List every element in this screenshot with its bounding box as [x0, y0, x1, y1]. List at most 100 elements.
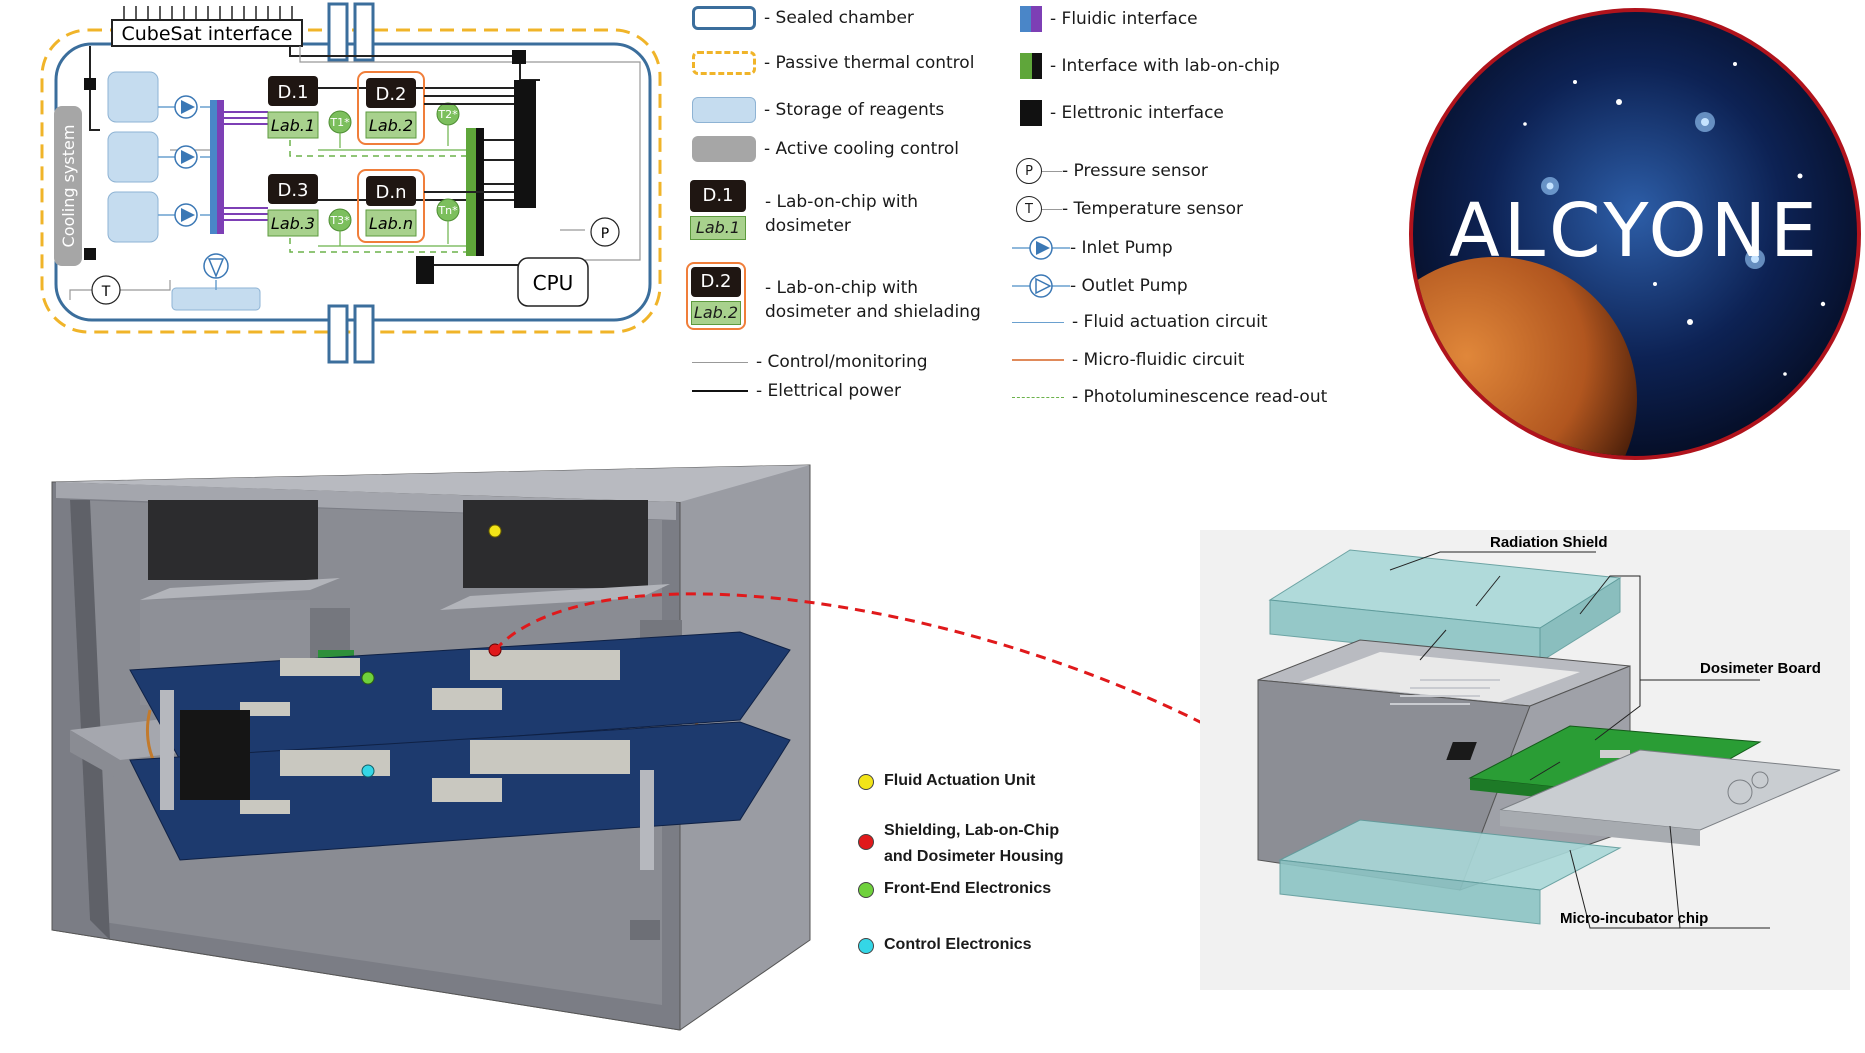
svg-text:T1*: T1* [329, 116, 350, 129]
legend-electrical-power: - Elettrical power [756, 381, 901, 401]
alcyone-logo: ALCYONE [1409, 8, 1861, 460]
sealed-chamber-swatch [692, 6, 756, 30]
svg-text:T2*: T2* [437, 108, 458, 121]
radiation-shield-label: Radiation Shield [1490, 534, 1608, 551]
power-line-swatch [692, 390, 748, 392]
electronic-interface-bar [514, 80, 536, 208]
passive-thermal-swatch [692, 51, 756, 75]
svg-text:P: P [601, 226, 609, 242]
legend-fluidic-interface: - Fluidic interface [1050, 9, 1198, 29]
model-legend-control: Control Electronics [884, 936, 1032, 953]
cubesat-3d-model [51, 464, 811, 1031]
svg-text:D.2: D.2 [375, 84, 406, 105]
legend-pressure-sensor: - Pressure sensor [1062, 161, 1208, 181]
fluid-actuation-line-swatch [1012, 321, 1064, 323]
exploded-view: Radiation Shield Dosimeter Board Micro-i… [1200, 530, 1850, 990]
reagent-storage-2 [107, 131, 159, 183]
cooling-system [54, 106, 82, 266]
svg-text:T: T [101, 284, 111, 300]
front-end-dot [858, 882, 874, 898]
pressure-sensor-icon: P [1016, 158, 1042, 184]
fluid-block-right [463, 500, 648, 588]
marker-fluid-actuation [488, 524, 502, 538]
shield-frame-2 [357, 71, 425, 145]
model-legend-shielding: Shielding, Lab-on-Chip and Dosimeter Hou… [884, 822, 1064, 865]
inlet-pump-2 [174, 145, 198, 169]
top-port [327, 2, 349, 62]
chip-d3: D.3 Lab.3 [267, 174, 319, 237]
temperature-sensor-icon: T [1016, 196, 1042, 222]
cpu-label: CPU [533, 271, 574, 295]
svg-text:D.1: D.1 [277, 82, 308, 103]
fluidic-interface [210, 100, 217, 234]
cooling-system-label: Cooling system [59, 125, 78, 248]
model-legend-front-end: Front-End Electronics [884, 880, 1052, 897]
svg-text:T3*: T3* [329, 214, 350, 227]
legend-active-cooling: - Active cooling control [764, 139, 960, 159]
radiation-shield-bottom [1278, 819, 1622, 925]
inlet-pump-3 [174, 203, 198, 227]
svg-text:D.n: D.n [376, 182, 407, 203]
fluid-block-left [148, 500, 318, 580]
legend-outlet-pump: - Outlet Pump [1070, 276, 1188, 296]
micro-incubator-chip-label: Micro-incubator chip [1560, 910, 1708, 927]
legend-inlet-pump: - Inlet Pump [1070, 238, 1173, 258]
fluid-actuation-dot [858, 774, 874, 790]
lab-interface-swatch [1020, 53, 1042, 79]
dosimeter-board-label: Dosimeter Board [1700, 660, 1821, 677]
microfluidic-line-swatch [1012, 359, 1064, 361]
legend-fluid-actuation: - Fluid actuation circuit [1072, 312, 1268, 332]
chip-d2: D.2 Lab.2 [365, 78, 417, 139]
cpu-box [517, 257, 589, 307]
reagent-swatch [692, 97, 756, 123]
svg-text:Lab.3: Lab.3 [271, 214, 315, 233]
reagent-storage-3 [107, 191, 159, 243]
pressure-sensor [590, 217, 620, 247]
outlet-pump [203, 253, 229, 279]
inlet-pump-1 [174, 95, 198, 119]
control-line-swatch [692, 361, 748, 363]
system-schematic: CubeSat interface Cooling system [40, 2, 662, 364]
legend-photoluminescence: - Photoluminescence read-out [1072, 387, 1328, 407]
chip-d1: D.1 Lab.1 [267, 76, 319, 139]
legend-interface-lab-on-chip: - Interface with lab-on-chip [1050, 56, 1280, 76]
cooling-swatch [692, 136, 756, 162]
reagent-storage-1 [107, 71, 159, 123]
pcb-lower [129, 710, 791, 861]
bottom-port [327, 304, 349, 364]
inlet-pump-icon [1012, 236, 1070, 260]
marker-front-end [361, 671, 375, 685]
electronic-interface-swatch [1020, 100, 1042, 126]
svg-text:Lab.n: Lab.n [369, 214, 413, 233]
chip-dn: D.n Lab.n [365, 176, 417, 237]
legend-lab-on-chip: - Lab-on-chip with dosimeter [765, 192, 919, 236]
control-dot [858, 938, 874, 954]
alcyone-logo-text: ALCYONE [1449, 188, 1821, 274]
marker-control [361, 764, 375, 778]
model-legend-fluid-actuation: Fluid Actuation Unit [884, 772, 1036, 789]
shield-frame-n [357, 169, 425, 243]
legend-temperature-sensor: - Temperature sensor [1062, 199, 1243, 219]
outlet-pump-icon [1012, 274, 1070, 298]
shielding-dot [858, 834, 874, 850]
lab-on-chip-swatch: D.1 Lab.1 [690, 180, 746, 240]
legend-lab-on-chip-shield: - Lab-on-chip with dosimeter and shielad… [765, 278, 981, 322]
legend-electronic-interface: - Elettronic interface [1050, 103, 1224, 123]
waste-storage [171, 287, 261, 311]
cubesat-interface-box [111, 19, 303, 47]
fluidic-interface-swatch [1020, 6, 1042, 32]
svg-text:Lab.2: Lab.2 [369, 116, 413, 135]
svg-text:Tn*: Tn* [437, 204, 458, 217]
cubesat-interface-label: CubeSat interface [122, 23, 293, 45]
legend-control-monitoring: - Control/monitoring [756, 352, 928, 372]
legend-sealed-chamber: - Sealed chamber [764, 8, 914, 28]
svg-text:D.3: D.3 [277, 180, 308, 201]
legend-storage-reagents: - Storage of reagents [764, 100, 945, 120]
micro-incubator-chip [1499, 749, 1841, 846]
svg-text:Lab.1: Lab.1 [271, 116, 315, 135]
lab-on-chip-shield-swatch: D.2 Lab.2 [686, 262, 746, 330]
photoluminescence-line-swatch [1012, 396, 1064, 398]
legend-passive-thermal: - Passive thermal control [764, 53, 975, 73]
temperature-sensor [91, 275, 121, 305]
radiation-shield-top [1268, 549, 1622, 663]
